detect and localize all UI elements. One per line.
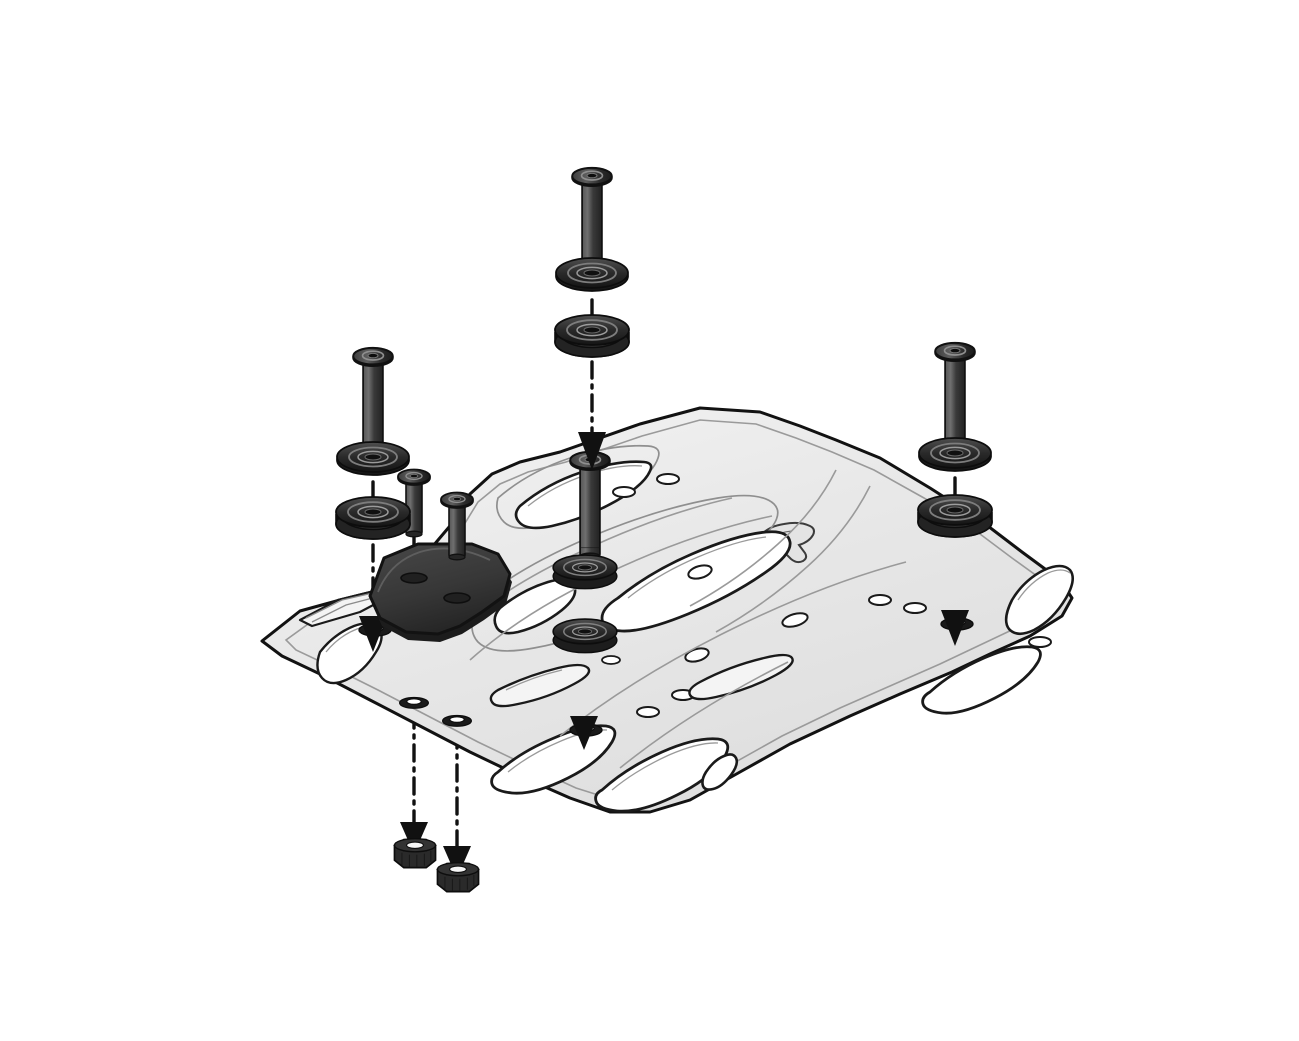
arrow-center: [578, 432, 606, 470]
arrow-nut-left: [400, 822, 428, 854]
bracket-highlight: [377, 547, 491, 593]
arrow-nut-right: [443, 846, 471, 878]
washer-right: [918, 437, 992, 472]
washer-center: [555, 257, 629, 292]
assembly-direction-arrows: [359, 432, 969, 878]
plate-cutout-left: [316, 622, 383, 685]
rubber-grommet-seated-lower[interactable]: [552, 618, 618, 654]
hex-nut-right[interactable]: [436, 861, 480, 893]
bracket-body: [368, 542, 512, 636]
plate-cutout-bottom-slot: [701, 753, 739, 791]
washer-left: [336, 441, 410, 476]
rubber-grommet-seated-upper[interactable]: [552, 554, 618, 590]
grommet-right: [917, 494, 993, 538]
plate-hole-bracket-left: [398, 696, 430, 709]
plate-hole-bracket-right: [441, 714, 473, 727]
plate-cutout-right: [1004, 564, 1075, 636]
arrow-left: [359, 616, 387, 652]
grommet-left: [335, 496, 411, 540]
arrow-right: [941, 610, 969, 646]
plate-cutout-mid-left: [493, 578, 577, 635]
adapter-bracket[interactable]: [368, 542, 512, 642]
plate-cutout-right-lower: [921, 645, 1042, 715]
arrow-center-lower: [570, 716, 598, 750]
grommet-center: [554, 314, 630, 358]
bracket-hole-right: [443, 592, 471, 604]
hex-nut-left[interactable]: [393, 837, 437, 869]
plate-drain-holes-upper-left: [612, 473, 680, 498]
plate-lower-ribs: [489, 653, 794, 708]
bracket-hole-left: [400, 572, 428, 584]
